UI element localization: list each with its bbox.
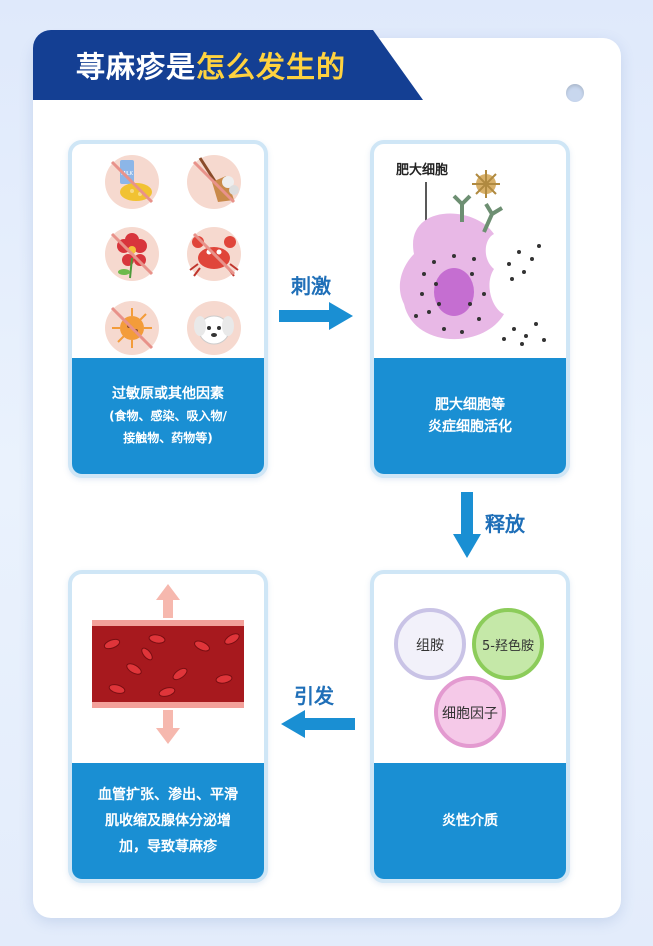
card-mediators: 组胺 5-羟色胺 细胞因子 炎性介质 bbox=[370, 570, 570, 883]
arrow-down-icon bbox=[453, 492, 481, 558]
allergen-icons: MILK bbox=[105, 155, 241, 355]
pet-dog-icon bbox=[187, 301, 241, 355]
bubble-serotonin: 5-羟色胺 bbox=[472, 608, 544, 680]
effect-caption: 血管扩张、渗出、平滑 肌收缩及腺体分泌增 加，导致荨麻疹 bbox=[72, 763, 264, 879]
bubble-histamine-label: 组胺 bbox=[416, 638, 444, 654]
milk-icon: MILK bbox=[105, 155, 159, 209]
mast-caption-line1: 肥大细胞等 bbox=[435, 397, 505, 413]
bubble-cytokine-label: 细胞因子 bbox=[442, 706, 498, 722]
allergen-caption: 过敏原或其他因素 (食物、感染、吸入物/ 接触物、药物等) bbox=[72, 358, 264, 474]
allergen-caption-line3: 接触物、药物等) bbox=[123, 431, 213, 445]
card-mast-cell: 肥大细胞 肥大细胞等 炎症细胞活化 bbox=[370, 140, 570, 478]
arrow-left-icon bbox=[281, 710, 355, 738]
bubble-histamine: 组胺 bbox=[394, 608, 466, 680]
card-effect: 血管扩张、渗出、平滑 肌收缩及腺体分泌增 加，导致荨麻疹 bbox=[68, 570, 268, 883]
bubble-serotonin-label: 5-羟色胺 bbox=[482, 638, 534, 654]
allergen-caption-line1: 过敏原或其他因素 bbox=[112, 386, 224, 402]
mast-cell-label: 肥大细胞 bbox=[396, 162, 448, 178]
mediator-bubbles: 组胺 5-羟色胺 细胞因子 bbox=[394, 608, 544, 748]
mast-cell-caption: 肥大细胞等 炎症细胞活化 bbox=[374, 358, 566, 474]
mediator-caption-line1: 炎性介质 bbox=[442, 813, 498, 829]
arrow-label-stimulate: 刺激 bbox=[291, 274, 331, 298]
decor-dot bbox=[566, 84, 584, 102]
card-allergen: MILK bbox=[68, 140, 268, 478]
infection-microbe-icon bbox=[105, 301, 159, 355]
arrow-right-icon bbox=[279, 302, 353, 330]
effect-caption-line2: 肌收缩及腺体分泌增 bbox=[105, 813, 231, 829]
bubble-cytokine: 细胞因子 bbox=[434, 676, 506, 748]
page-title: 荨麻疹是怎么发生的 bbox=[76, 44, 346, 86]
mast-caption-line2: 炎症细胞活化 bbox=[428, 419, 512, 435]
dust-broom-icon bbox=[187, 155, 241, 209]
mediator-caption: 炎性介质 bbox=[374, 763, 566, 879]
mast-cell-illustration: 肥大细胞 bbox=[396, 162, 546, 346]
seafood-crab-icon bbox=[187, 227, 241, 281]
title-highlight: 怎么发生的 bbox=[196, 50, 347, 84]
effect-caption-line1: 血管扩张、渗出、平滑 bbox=[98, 787, 238, 803]
title-main: 荨麻疹是 bbox=[76, 50, 197, 84]
effect-caption-line3: 加，导致荨麻疹 bbox=[119, 839, 217, 855]
milk-label: MILK bbox=[121, 171, 134, 177]
pollen-flower-icon bbox=[105, 227, 159, 281]
allergen-caption-line2: (食物、感染、吸入物/ bbox=[109, 409, 227, 423]
arrow-label-release: 释放 bbox=[485, 512, 525, 536]
title-banner bbox=[33, 30, 423, 100]
blood-vessel-illustration bbox=[92, 584, 244, 744]
arrow-label-trigger: 引发 bbox=[294, 684, 334, 708]
